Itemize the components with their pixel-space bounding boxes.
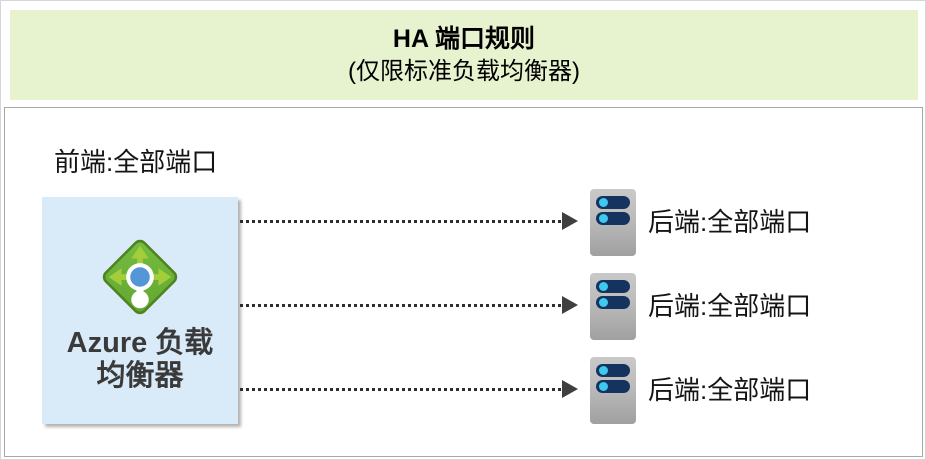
diagram-area: 前端:全部端口	[4, 107, 923, 457]
center-dot	[130, 267, 150, 287]
frontend-ports-label: 前端:全部端口	[54, 147, 218, 177]
probe-ball	[131, 290, 149, 309]
load-balancer-node: Azure 负载 均衡器	[42, 197, 238, 424]
dotted-arrow	[240, 212, 578, 230]
backend-ports-label: 后端:全部端口	[648, 375, 812, 405]
page-title: HA 端口规则	[392, 24, 536, 53]
backend-ports-label: 后端:全部端口	[648, 291, 812, 321]
backend-ports-label: 后端:全部端口	[648, 207, 812, 237]
server-bar	[596, 296, 630, 309]
dotted-arrow	[240, 380, 578, 398]
azure-load-balancer-icon	[102, 239, 178, 315]
server-bar	[596, 380, 630, 393]
server-bar	[596, 280, 630, 293]
server-icon	[590, 189, 636, 256]
load-balancer-label: Azure 负载 均衡器	[66, 327, 214, 392]
server-bar	[596, 364, 630, 377]
page-subtitle: (仅限标准负载均衡器)	[348, 57, 580, 85]
server-bar	[596, 196, 630, 209]
server-icon	[590, 357, 636, 424]
server-icon	[590, 273, 636, 340]
server-bar	[596, 212, 630, 225]
header-banner: HA 端口规则 (仅限标准负载均衡器)	[10, 10, 918, 100]
dotted-arrow	[240, 296, 578, 314]
